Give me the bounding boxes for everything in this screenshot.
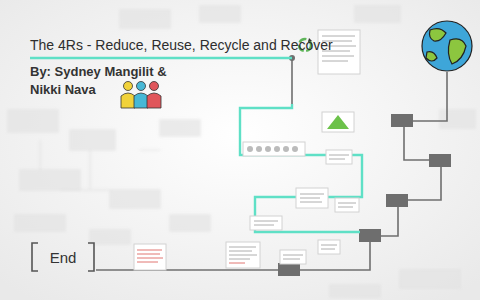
slide-thumbnails <box>134 30 360 270</box>
earth-icon <box>422 21 472 71</box>
grey-blocks <box>278 114 451 276</box>
pyramid-thumbnail <box>327 115 349 129</box>
thumbnail-scribbles <box>229 36 356 259</box>
author-line: Nikki Nava <box>30 82 96 97</box>
end-frame: End <box>30 242 96 272</box>
title: The 4Rs - Reduce, Reuse, Recycle and Rec… <box>30 37 333 53</box>
thumbnail-red-notes <box>137 250 245 263</box>
icon-row <box>247 146 298 152</box>
faint-boxes <box>8 6 475 297</box>
people-icon <box>121 82 161 109</box>
grey-path <box>96 58 447 270</box>
teal-path <box>30 58 362 232</box>
end-label: End <box>30 249 96 266</box>
author-line: By: Sydney Mangilit & <box>30 64 167 79</box>
